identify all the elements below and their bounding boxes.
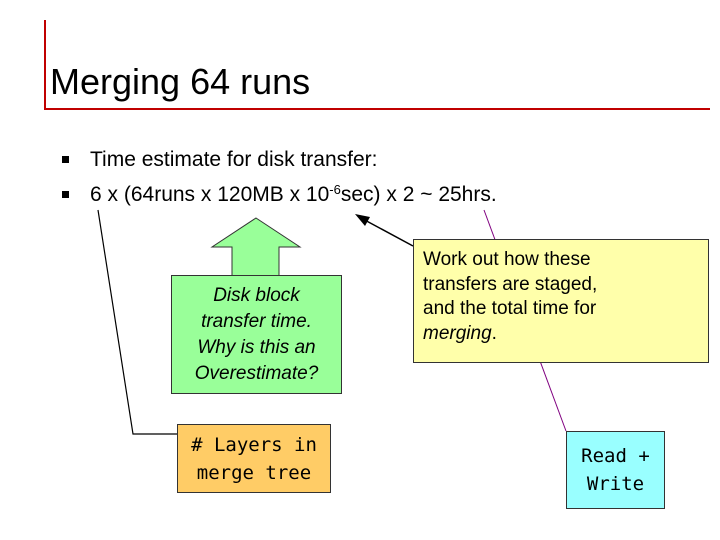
title-rule-vertical <box>44 20 46 110</box>
disk-block-callout: Disk block transfer time. Why is this an… <box>171 275 342 394</box>
layers-callout: # Layers in merge tree <box>177 424 331 493</box>
callout-period: . <box>491 322 497 344</box>
layers-connector-line <box>97 209 177 435</box>
read-write-callout: Read + Write <box>566 431 665 509</box>
square-bullet-icon <box>62 156 69 163</box>
callout-line: and the total time for <box>423 298 597 319</box>
callout-line: merging. <box>423 322 708 347</box>
work-pointer-line <box>360 217 414 247</box>
callout-line: # Layers in <box>191 434 317 456</box>
exponent: -6 <box>329 182 341 197</box>
callout-line: Write <box>586 473 645 495</box>
work-out-callout: Work out how these transfers are staged,… <box>413 239 709 363</box>
formula-text-end: sec) x 2 ~ 25hrs. <box>340 183 497 206</box>
callout-line: Why is this an <box>197 337 316 358</box>
slide-title: Merging 64 runs <box>50 61 311 102</box>
bullet-text-formula: 6 x (64runs x 120MB x 10-6sec) x 2 ~ 25h… <box>90 181 497 209</box>
callout-emphasis: merging <box>423 322 492 344</box>
square-bullet-icon <box>62 191 69 198</box>
arrowhead-icon <box>355 214 370 226</box>
title-rule-horizontal <box>44 108 710 110</box>
bullet-text: Time estimate for disk transfer: <box>90 148 378 171</box>
callout-line: Read + <box>581 445 650 467</box>
callout-line: Work out how these <box>423 249 591 270</box>
callout-line: Disk block <box>213 285 300 306</box>
callout-line: transfers are staged, <box>423 273 598 295</box>
up-arrow-shape <box>210 217 302 277</box>
callout-line: merge tree <box>196 462 312 484</box>
formula-text: 6 x (64runs x 120MB x 10 <box>90 183 330 206</box>
callout-line: transfer time. <box>201 311 312 332</box>
callout-line: Overestimate? <box>194 363 319 384</box>
